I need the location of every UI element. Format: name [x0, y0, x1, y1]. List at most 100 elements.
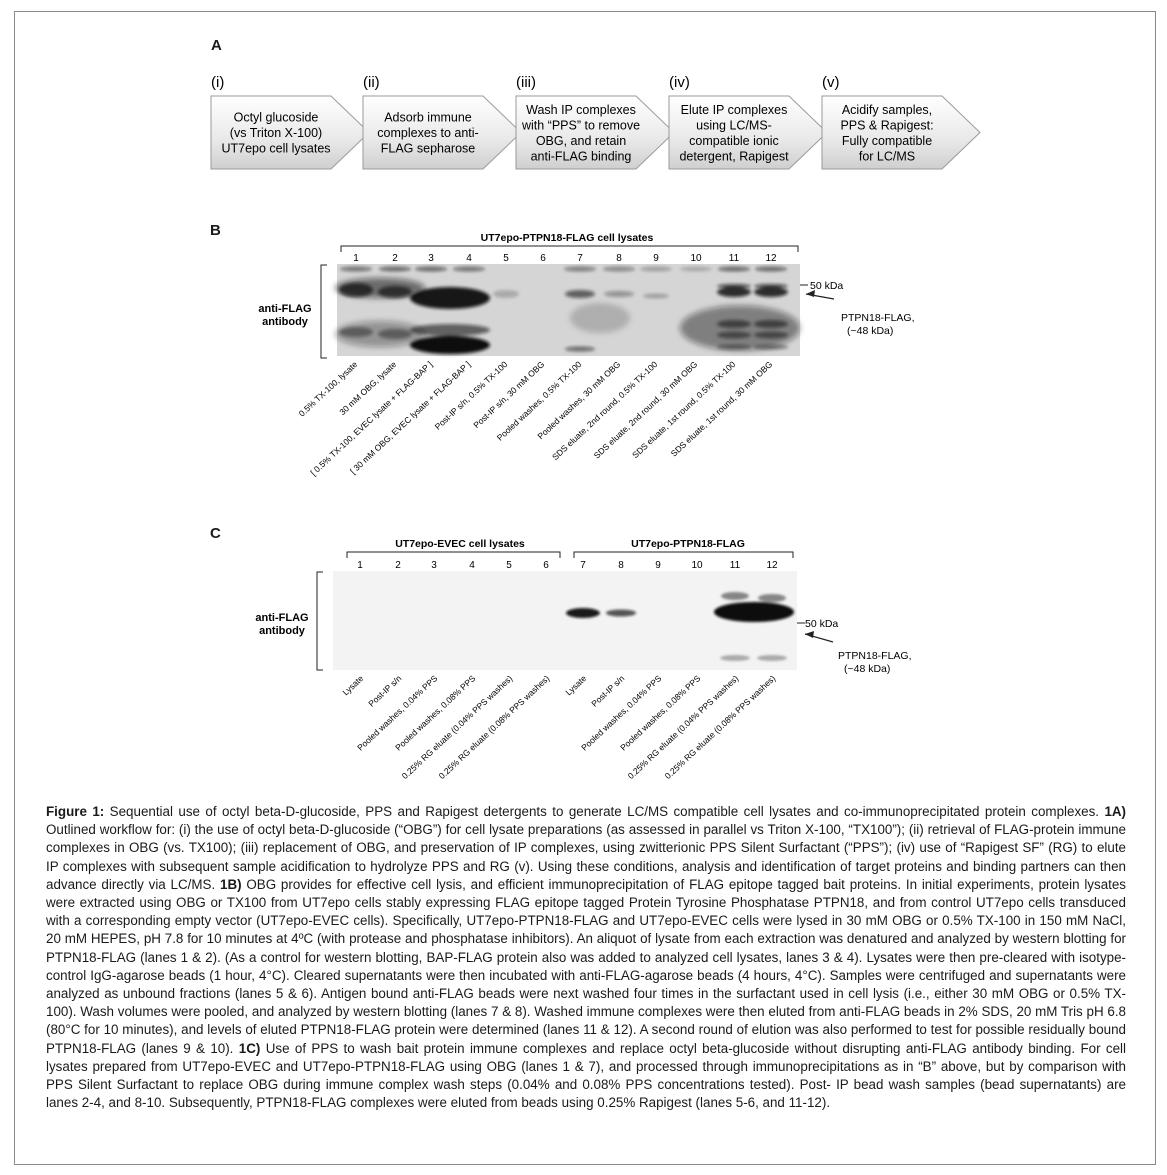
- workflow-arrow-shape: [668, 95, 828, 170]
- caption-1a-label: 1A): [1104, 804, 1127, 819]
- panel-c-bracket-2: [573, 551, 794, 558]
- blot-band: [680, 305, 800, 351]
- panel-c-marker: 50 kDa: [805, 618, 838, 630]
- workflow-step-text: Wash IP complexes: [526, 103, 636, 117]
- workflow-step-text: detergent, Rapigest: [679, 149, 789, 163]
- blot-band: [721, 592, 749, 600]
- workflow-step-text: anti-FLAG binding: [531, 149, 632, 163]
- panel-b-arrow-icon: [806, 290, 815, 297]
- lane-label: Post-IP s/n: [366, 673, 403, 709]
- workflow-arrow-shape: [515, 95, 675, 170]
- blot-band: [565, 290, 595, 298]
- blot-band: [564, 266, 596, 272]
- workflow-step-text: (vs Triton X-100): [230, 126, 322, 140]
- blot-band: [643, 293, 669, 299]
- lane-number: 5: [506, 560, 512, 571]
- caption-1c-text: Use of PPS to wash bait protein immune c…: [46, 1040, 1126, 1111]
- blot-band: [718, 266, 750, 272]
- lane-number: 6: [540, 253, 546, 264]
- lane-number: 7: [577, 253, 583, 264]
- blot-band: [570, 303, 630, 333]
- lane-number: 6: [543, 560, 549, 571]
- caption-1a-text: Outlined workflow for: (i) the use of oc…: [46, 822, 1126, 892]
- caption-figure-label: Figure 1:: [46, 804, 105, 819]
- panel-b-bracket: [340, 245, 799, 252]
- panel-c-arrow-icon: [805, 631, 814, 638]
- blot-band: [680, 266, 712, 272]
- panel-c-bracket-1-title: UT7epo-EVEC cell lysates: [395, 538, 525, 550]
- workflow-step-number: (ii): [363, 74, 380, 91]
- blot-band: [410, 287, 490, 309]
- lane-number: 12: [765, 253, 777, 264]
- workflow-step-number: (iv): [669, 74, 690, 91]
- workflow-arrow-shape: [362, 95, 522, 170]
- lane-number: 4: [469, 560, 475, 571]
- workflow-step-text: Elute IP complexes: [681, 103, 788, 117]
- panel-c-letter: C: [210, 525, 221, 542]
- blot-band: [603, 266, 635, 272]
- workflow-step-text: compatible ionic: [689, 134, 779, 148]
- panel-c-blot: [333, 571, 797, 670]
- caption-1c-label: 1C): [238, 1040, 261, 1056]
- caption-1b-text: OBG provides for effective cell lysis, a…: [46, 876, 1126, 1056]
- lane-number: 9: [655, 560, 661, 571]
- workflow-step-text: for LC/MS: [859, 149, 915, 163]
- lane-number: 7: [580, 560, 586, 571]
- lane-number: 3: [428, 253, 434, 264]
- lane-number: 2: [392, 253, 398, 264]
- workflow-step-text: Adsorb immune: [384, 111, 472, 125]
- lane-number: 2: [395, 560, 401, 571]
- workflow-diagram: (i)Octyl glucoside(vs Triton X-100)UT7ep…: [210, 74, 981, 170]
- workflow-step-number: (iii): [516, 74, 536, 91]
- panel-b-band-label-1: PTPN18-FLAG,: [841, 312, 915, 324]
- workflow-step-text: FLAG sepharose: [381, 142, 476, 156]
- lane-number: 12: [766, 560, 778, 571]
- blot-band: [415, 266, 447, 272]
- blot-band: [335, 321, 425, 347]
- panel-c-ylabel-1: anti-FLAG: [255, 612, 308, 624]
- blot-band: [757, 655, 787, 661]
- workflow-step-text: using LC/MS-: [696, 118, 772, 132]
- lane-number: 8: [618, 560, 624, 571]
- blot-band: [410, 324, 490, 336]
- panel-c-vbracket: [316, 571, 323, 671]
- panel-b-ylabel-2: antibody: [262, 316, 309, 328]
- lane-number: 4: [466, 253, 472, 264]
- panel-b-ylabel-1: anti-FLAG: [258, 303, 311, 315]
- blot-band: [606, 609, 636, 617]
- lane-number: 10: [690, 253, 702, 264]
- blot-band: [717, 287, 751, 297]
- panel-b-bracket-title: UT7epo-PTPN18-FLAG cell lysates: [481, 232, 654, 244]
- workflow-step-1: (i)Octyl glucoside(vs Triton X-100)UT7ep…: [210, 74, 370, 170]
- blot-band: [758, 594, 786, 602]
- panel-b-band-label-2: (~48 kDa): [847, 325, 893, 337]
- panel-c-band-label-2: (~48 kDa): [844, 663, 890, 675]
- panel-b-marker: 50 kDa: [810, 280, 843, 292]
- blot-band: [410, 336, 490, 354]
- lane-label: Post-IP s/n: [589, 673, 626, 709]
- caption-intro: Sequential use of octyl beta-D-glucoside…: [104, 804, 1105, 819]
- blot-band: [566, 608, 600, 618]
- panel-a-letter: A: [211, 37, 222, 54]
- lane-number: 5: [503, 253, 509, 264]
- lane-label: Lysate: [340, 673, 365, 697]
- workflow-step-text: UT7epo cell lysates: [221, 142, 330, 156]
- blot-band: [335, 278, 425, 298]
- figure-caption: Figure 1: Sequential use of octyl beta-D…: [46, 803, 1126, 1112]
- workflow-step-text: Fully compatible: [842, 134, 932, 148]
- caption-1b-label: 1B): [220, 876, 242, 892]
- workflow-step-text: complexes to anti-: [377, 126, 478, 140]
- workflow-step-5: (v)Acidify samples,PPS & Rapigest:Fully …: [821, 74, 981, 170]
- lane-number: 8: [616, 253, 622, 264]
- workflow-step-text: PPS & Rapigest:: [840, 118, 933, 132]
- lane-number: 11: [729, 253, 740, 264]
- blot-band: [720, 655, 750, 661]
- workflow-arrow-shape: [210, 95, 370, 170]
- panel-c-band-label-1: PTPN18-FLAG,: [838, 650, 912, 662]
- blot-band: [379, 266, 411, 272]
- blot-band: [754, 287, 788, 297]
- blot-band: [340, 266, 372, 272]
